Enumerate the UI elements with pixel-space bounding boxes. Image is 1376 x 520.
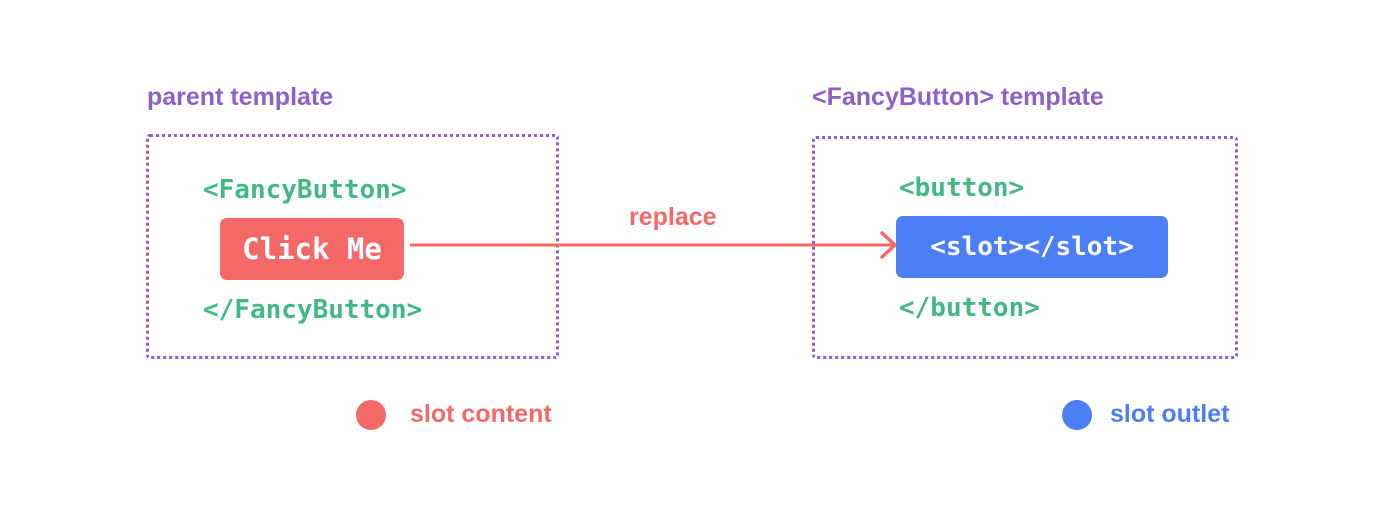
slot-outlet-legend-dot (1062, 400, 1092, 430)
slot-content-legend-label: slot content (410, 400, 552, 428)
parent-template-title: parent template (147, 83, 334, 111)
slot-content-label: Click Me (242, 232, 382, 266)
parent-close-tag: </FancyButton> (203, 295, 423, 325)
parent-open-tag: <FancyButton> (203, 175, 407, 205)
child-open-tag: <button> (899, 173, 1025, 203)
replace-label: replace (629, 203, 717, 231)
child-close-tag: </button> (899, 293, 1040, 323)
slot-outlet-legend-label: slot outlet (1110, 400, 1230, 428)
child-template-title: <FancyButton> template (812, 83, 1104, 111)
slot-outlet-pill: <slot></slot> (896, 216, 1168, 278)
slot-content-pill: Click Me (220, 218, 404, 280)
child-template-box (812, 136, 1238, 359)
slot-content-legend-dot (356, 400, 386, 430)
slot-outlet-label: <slot></slot> (930, 232, 1134, 262)
replace-arrow-head (880, 231, 897, 259)
